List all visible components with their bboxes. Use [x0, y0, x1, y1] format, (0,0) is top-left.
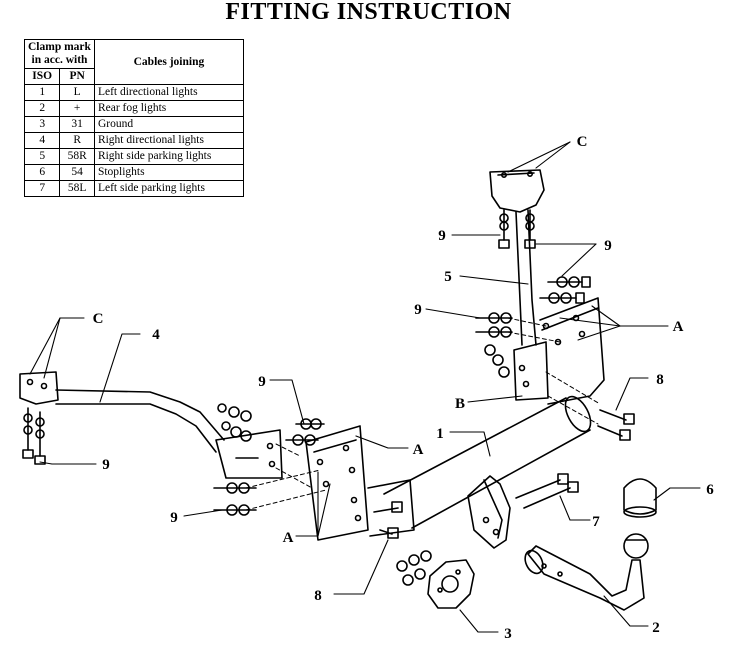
- part-2-ball-neck: [524, 533, 649, 611]
- label-a-bottom: A: [283, 530, 294, 546]
- desc-cell: Left side parking lights: [93, 180, 244, 197]
- table-row: 2+Rear fog lights: [23, 100, 244, 117]
- label-9-left-mid: 9: [258, 374, 266, 390]
- label-7: 7: [592, 514, 600, 530]
- label-9-left: 9: [102, 457, 110, 473]
- label-9-top: 9: [438, 228, 446, 244]
- desc-cell: Right side parking lights: [93, 148, 244, 165]
- label-c-top: C: [577, 134, 588, 150]
- assembly-lines: [245, 317, 601, 511]
- clamp-table: Clamp mark in acc. with Cables joining I…: [23, 39, 244, 197]
- label-c-left: C: [93, 311, 104, 327]
- leader-lines: [29, 141, 701, 633]
- label-8-right: 8: [656, 372, 664, 388]
- pn-cell: 58R: [59, 148, 95, 165]
- desc-cell: Rear fog lights: [93, 100, 244, 117]
- table-subheader-row: ISO PN: [23, 68, 244, 85]
- label-9-mid: 9: [414, 302, 422, 318]
- iso-cell: 7: [23, 180, 61, 197]
- label-2: 2: [652, 620, 660, 636]
- label-3: 3: [504, 626, 512, 642]
- label-5: 5: [444, 269, 452, 285]
- label-4: 4: [152, 327, 160, 343]
- label-8-bottom: 8: [314, 588, 322, 604]
- label-6: 6: [706, 482, 714, 498]
- label-a-right: A: [673, 319, 684, 335]
- part-3-socket-plate: [427, 559, 475, 609]
- bolt-set: [22, 209, 635, 586]
- part-4-left-bracket: [19, 371, 283, 479]
- label-9-topright: 9: [604, 238, 612, 254]
- page-title: FITTING INSTRUCTION: [225, 0, 512, 25]
- label-9-bottom: 9: [170, 510, 178, 526]
- desc-cell: Left directional lights: [93, 84, 244, 101]
- iso-cell: 4: [23, 132, 61, 149]
- part-6-ball-cap: [623, 478, 657, 518]
- part-1-crossbar: [305, 395, 592, 549]
- label-b: B: [455, 396, 465, 412]
- label-a-center: A: [413, 442, 424, 458]
- header-iso: ISO: [23, 68, 61, 85]
- iso-cell: 1: [23, 84, 61, 101]
- label-1: 1: [436, 426, 444, 442]
